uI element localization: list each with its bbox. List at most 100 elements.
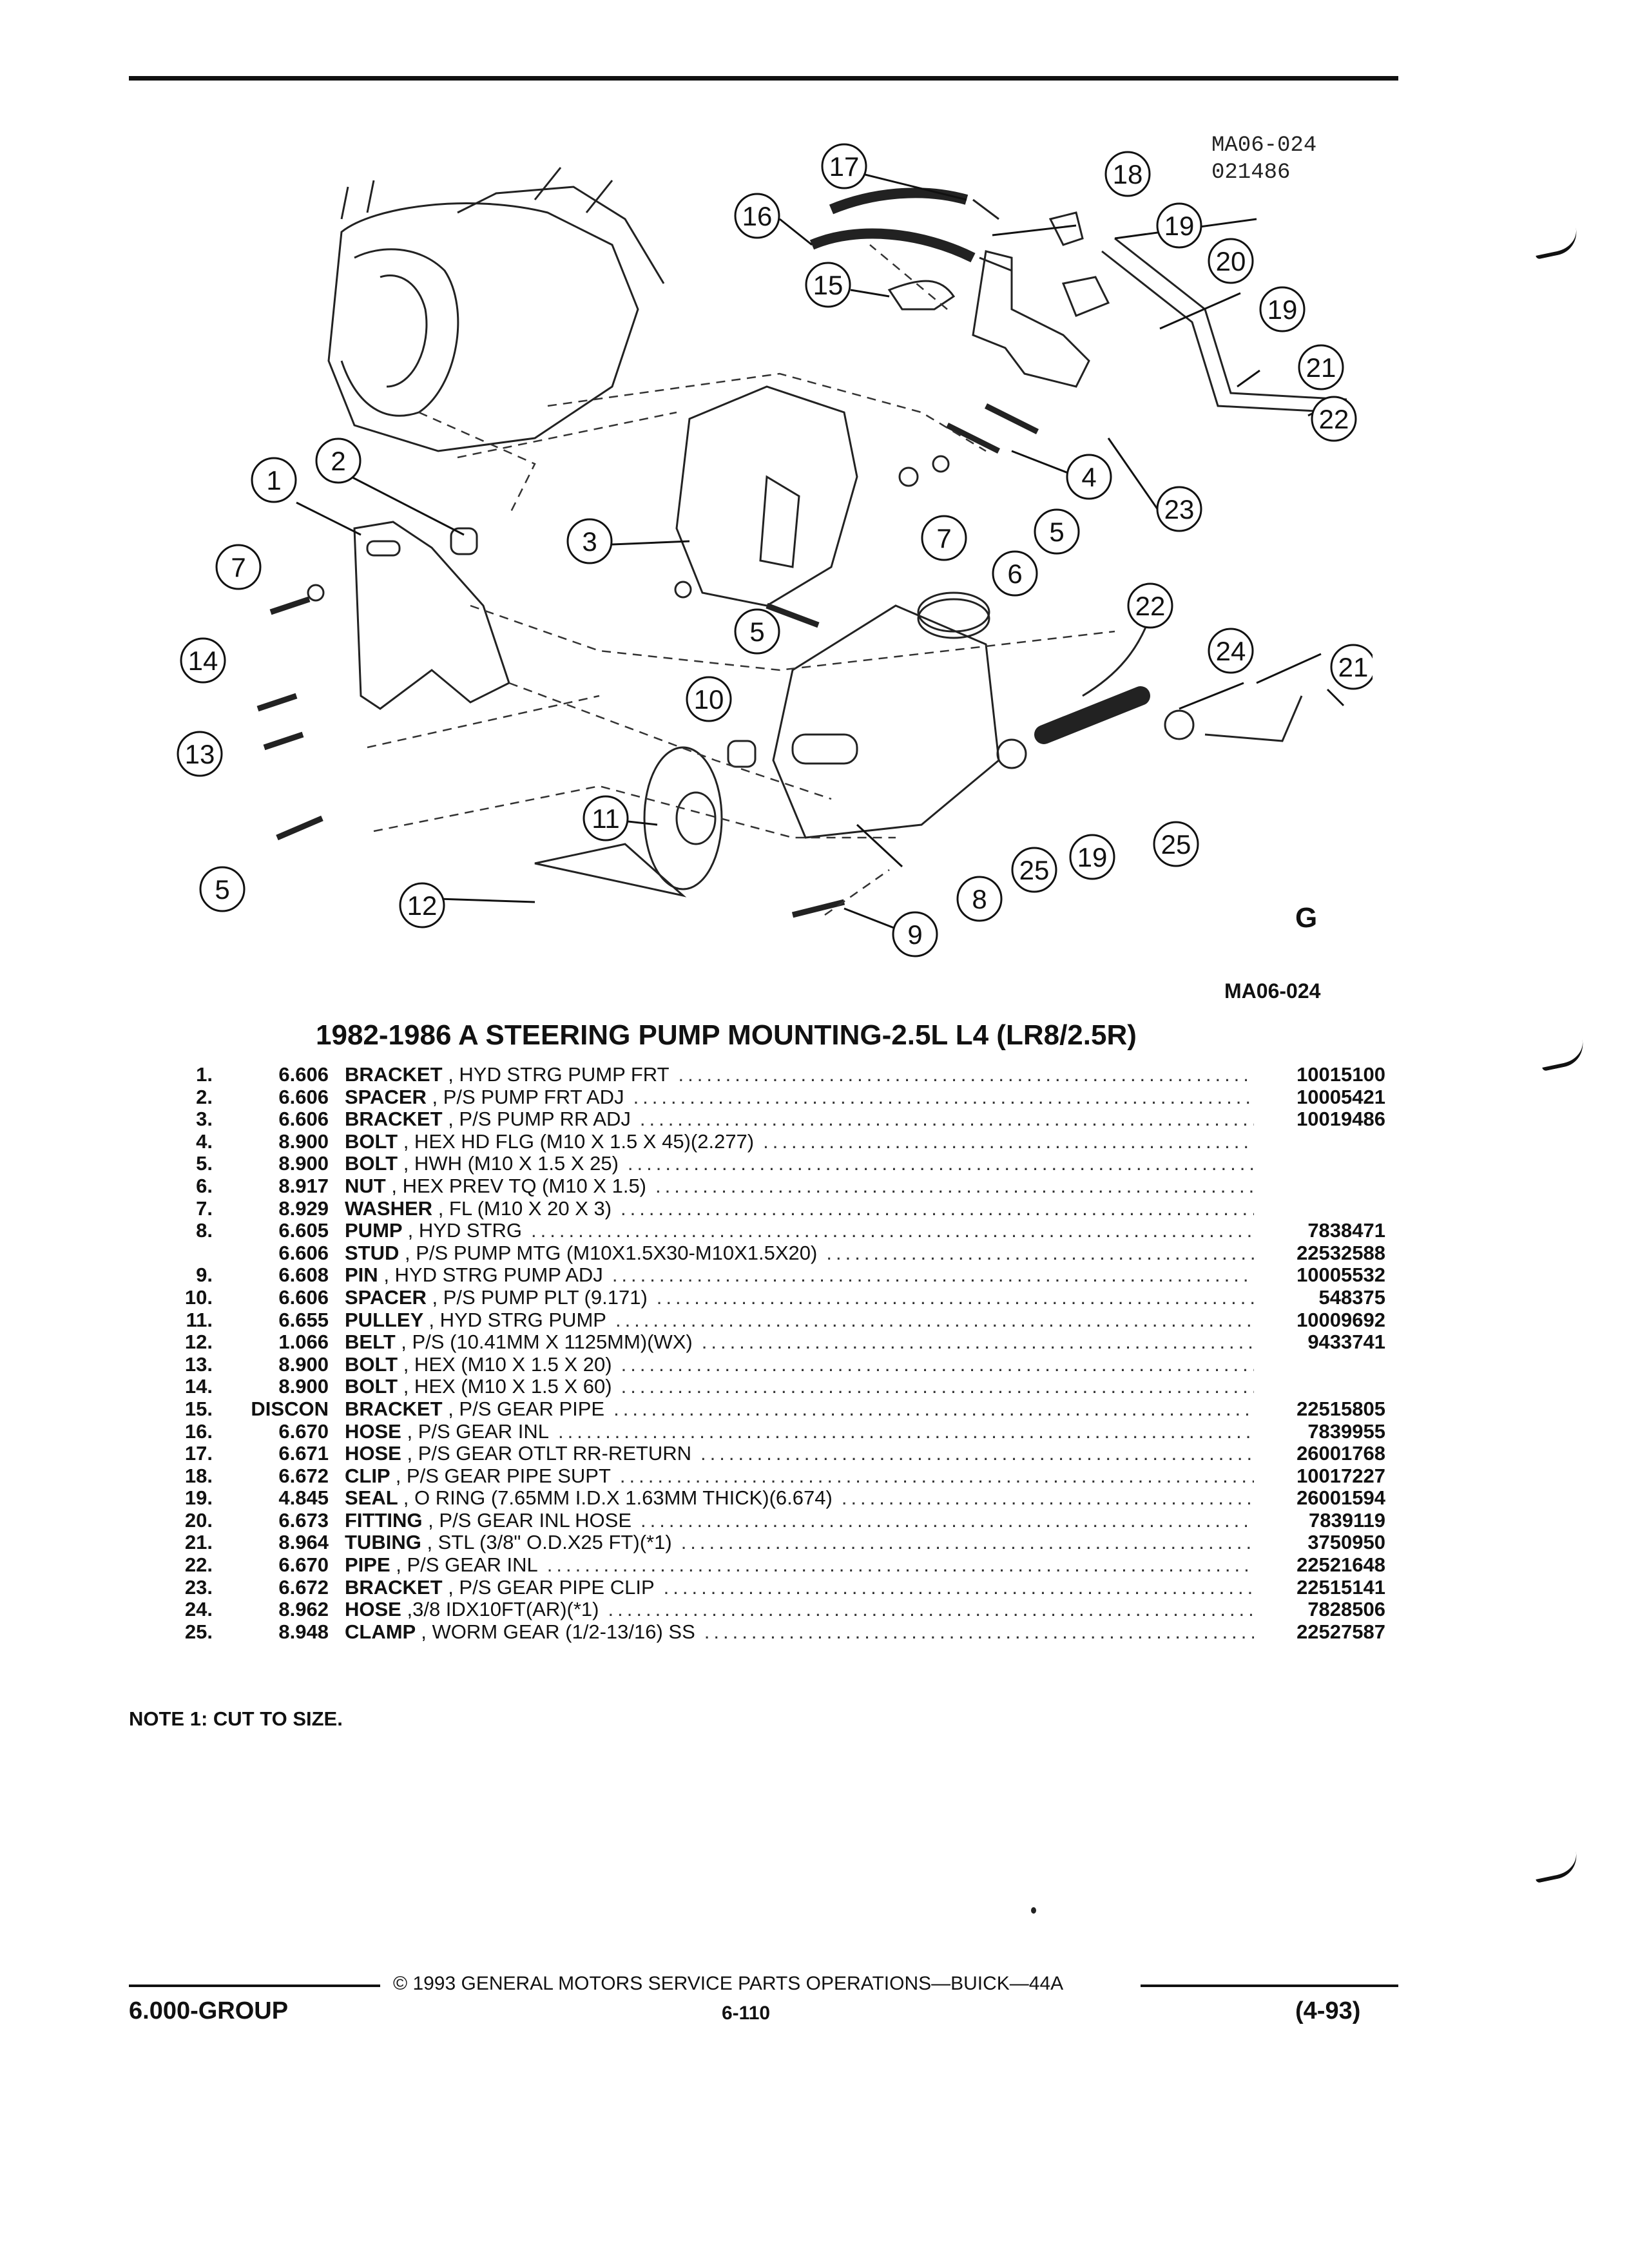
leader-dots bbox=[641, 1509, 1254, 1532]
item-number: 10. bbox=[184, 1285, 213, 1309]
group-code: 1.066 bbox=[278, 1331, 329, 1354]
callout-14: 14 bbox=[180, 637, 226, 684]
leader-dots bbox=[615, 1309, 1254, 1332]
leader-dots bbox=[679, 1063, 1254, 1086]
part-detail: , P/S GEAR INL bbox=[407, 1419, 549, 1443]
part-number: 9433741 bbox=[1307, 1331, 1385, 1354]
part-detail: , HEX (M10 X 1.5 X 60) bbox=[403, 1375, 612, 1398]
leader-dots bbox=[558, 1420, 1254, 1443]
revision-date: (4-93) bbox=[1295, 1997, 1361, 2024]
svg-text:16: 16 bbox=[742, 201, 773, 231]
leader-dots bbox=[612, 1264, 1254, 1287]
callout-4: 4 bbox=[1066, 454, 1112, 500]
part-description: PIN , HYD STRG PUMP ADJ10005532 bbox=[345, 1264, 1385, 1287]
part-description: STUD , P/S PUMP MTG (M10X1.5X30-M10X1.5X… bbox=[345, 1242, 1385, 1265]
leader-dots bbox=[547, 1553, 1254, 1577]
part-description: SPACER , P/S PUMP FRT ADJ10005421 bbox=[345, 1086, 1385, 1109]
leader-dots bbox=[655, 1175, 1254, 1198]
footnote: NOTE 1: CUT TO SIZE. bbox=[129, 1707, 343, 1730]
leader-dots bbox=[763, 1130, 1254, 1153]
part-name: FITTING bbox=[345, 1508, 423, 1532]
leader-dots bbox=[702, 1331, 1254, 1354]
part-detail: , P/S GEAR INL bbox=[396, 1553, 538, 1577]
figure-code-line2: 021486 bbox=[1211, 160, 1291, 185]
leader-dots bbox=[842, 1486, 1254, 1510]
part-name: PULLEY bbox=[345, 1308, 423, 1331]
part-name: BOLT bbox=[345, 1352, 398, 1376]
part-detail: , P/S GEAR PIPE CLIP bbox=[448, 1575, 655, 1599]
svg-text:7: 7 bbox=[231, 552, 246, 582]
callout-19c: 19 bbox=[1069, 834, 1115, 880]
group-code: 8.900 bbox=[278, 1352, 329, 1376]
exploded-parts-diagram: 17 18 16 19 20 15 19 21 22 2 1 4 23 3 7 … bbox=[177, 143, 1373, 957]
svg-text:19: 19 bbox=[1164, 211, 1195, 241]
part-number bbox=[1263, 1175, 1385, 1198]
part-number: 22521648 bbox=[1296, 1553, 1385, 1577]
item-number: 15. bbox=[184, 1397, 213, 1420]
part-name: CLAMP bbox=[345, 1620, 416, 1643]
item-number: 17. bbox=[184, 1442, 213, 1465]
callout-12: 12 bbox=[399, 882, 445, 928]
part-description: BELT , P/S (10.41MM X 1125MM)(WX)9433741 bbox=[345, 1331, 1385, 1354]
part-name: HOSE bbox=[345, 1598, 401, 1621]
svg-text:14: 14 bbox=[188, 646, 218, 676]
callout-17: 17 bbox=[821, 143, 867, 189]
part-detail: , HYD STRG PUMP ADJ bbox=[383, 1264, 603, 1287]
callout-23: 23 bbox=[1156, 486, 1202, 532]
item-number: 20. bbox=[184, 1508, 213, 1532]
leader-dots bbox=[640, 1108, 1254, 1131]
leader-dots bbox=[657, 1286, 1254, 1309]
group-code: 6.606 bbox=[278, 1108, 329, 1131]
part-number: 22527587 bbox=[1296, 1620, 1385, 1643]
leader-dots bbox=[700, 1442, 1254, 1465]
part-number bbox=[1263, 1197, 1385, 1220]
page-title: 1982-1986 A STEERING PUMP MOUNTING-2.5L … bbox=[316, 1019, 1137, 1051]
part-number: 10017227 bbox=[1296, 1464, 1385, 1487]
page-number: 6-110 bbox=[722, 2003, 771, 2024]
part-description: BRACKET , HYD STRG PUMP FRT10015100 bbox=[345, 1063, 1385, 1086]
leader-dots bbox=[620, 1465, 1254, 1488]
callout-20: 20 bbox=[1208, 238, 1254, 284]
part-detail: , HYD STRG PUMP FRT bbox=[448, 1063, 670, 1086]
part-name: BRACKET bbox=[345, 1575, 443, 1599]
part-description: PIPE , P/S GEAR INL22521648 bbox=[345, 1553, 1385, 1577]
callout-1: 1 bbox=[251, 457, 297, 503]
part-name: WASHER bbox=[345, 1196, 433, 1220]
part-number bbox=[1263, 1130, 1385, 1153]
footer-rule-left bbox=[129, 1984, 380, 1987]
part-detail: , STL (3/8" O.D.X25 FT)(*1) bbox=[427, 1531, 672, 1554]
figure-reference: MA06-024 bbox=[1224, 979, 1321, 1003]
callout-25a: 25 bbox=[1153, 821, 1199, 867]
group-code: 6.672 bbox=[278, 1575, 329, 1599]
part-description: PULLEY , HYD STRG PUMP10009692 bbox=[345, 1309, 1385, 1332]
svg-text:25: 25 bbox=[1161, 829, 1191, 860]
part-detail: , HEX PREV TQ (M10 X 1.5) bbox=[391, 1174, 647, 1197]
item-number: 16. bbox=[184, 1419, 213, 1443]
part-number: 7839955 bbox=[1307, 1419, 1385, 1443]
part-number: 10009692 bbox=[1296, 1308, 1385, 1331]
item-number: 23. bbox=[184, 1575, 213, 1599]
item-number: 21. bbox=[184, 1531, 213, 1554]
part-detail: ,3/8 IDX10FT(AR)(*1) bbox=[407, 1598, 599, 1621]
part-description: HOSE , P/S GEAR INL7839955 bbox=[345, 1420, 1385, 1443]
svg-text:9: 9 bbox=[907, 919, 922, 950]
callout-24: 24 bbox=[1208, 628, 1254, 674]
callout-3: 3 bbox=[566, 518, 613, 564]
part-number: 10005421 bbox=[1296, 1085, 1385, 1108]
leader-dots bbox=[621, 1375, 1254, 1398]
group-code: 8.917 bbox=[278, 1174, 329, 1197]
svg-text:19: 19 bbox=[1077, 842, 1108, 872]
part-detail: , HYD STRG bbox=[407, 1219, 523, 1242]
binder-mark bbox=[1532, 227, 1581, 260]
part-name: BOLT bbox=[345, 1129, 398, 1153]
part-detail: , P/S PUMP PLT (9.171) bbox=[432, 1285, 648, 1309]
